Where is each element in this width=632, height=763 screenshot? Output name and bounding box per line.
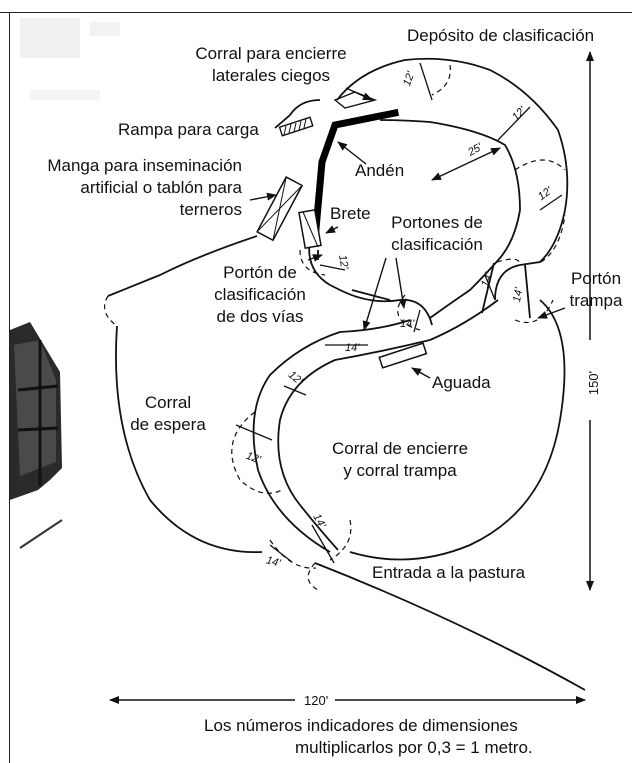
top-border [0,12,632,13]
wall-alley-outer-a [277,299,499,551]
brete-box [298,209,322,249]
label-corral-espera-2: de espera [130,415,206,434]
label-portones: Portones de clasificación [378,212,496,256]
label-entrada: Entrada a la pastura [372,563,526,582]
label-portones-2: clasificación [391,235,483,254]
label-corral-encierre-lat-1: Corral para encierre [195,44,347,63]
aguada-trough [378,342,428,369]
wall-gate-joint [494,264,521,301]
label-note-2: multiplicarlos por 0,3 = 1 metro. [295,738,533,757]
gate-swings [103,64,566,591]
scan-noise [20,18,120,100]
label-rampa: Rampa para carga [118,120,259,139]
callout-arrows [249,87,566,379]
dim-14-b: 14' [511,286,526,304]
label-aguada: Aguada [432,373,491,392]
label-corral-encierre-lat-2: laterales ciegos [211,66,331,85]
fence-structure-photo [10,322,63,549]
wall-depot-outer [336,57,569,266]
label-height-dim: 150' [583,366,606,400]
wall-holding-top [107,235,258,297]
label-porton-dos-vias-2: clasificación [214,285,306,304]
insemination-chute [256,176,304,242]
dim-14-left: 14' [345,342,360,354]
label-deposito: Depósito de clasificación [407,26,595,45]
label-corral-trampa: Corral de encierre y corral trampa [320,438,480,482]
label-portones-1: Portones de [391,213,483,232]
label-corral-trampa-1: Corral de encierre [331,439,469,458]
label-manga-3: terneros [179,200,242,219]
dim-12-brete: 12' [336,253,351,271]
label-corral-encierre-lat: Corral para encierre laterales ciegos [186,43,356,87]
label-manga-1: Manga para inseminación [47,156,242,175]
left-border [9,12,10,763]
anden-platform [311,108,400,244]
label-manga: Manga para inseminación artificial o tab… [10,155,242,221]
label-note-1: Los números indicadores de dimensiones [204,716,518,735]
wall-sort-pen [308,239,433,326]
dim-14-mid: 14' [400,318,415,330]
label-porton-dos-vias-1: Portón de [223,263,297,282]
structures [256,91,428,369]
wall-bottom-fence [314,562,586,691]
label-corral-trampa-2: y corral trampa [343,461,457,480]
overall-dimensions [109,51,594,704]
label-porton-trampa: Portón trampa [564,268,628,312]
corral-walls [107,57,586,691]
label-porton-trampa-1: Portón [570,269,622,288]
wall-alley-inner [252,319,411,553]
label-corral-espera: Corral de espera [120,392,216,436]
label-porton-trampa-2: trampa [569,291,623,310]
label-anden: Andén [355,161,405,180]
alley-dimension-lines [235,62,563,564]
label-corral-espera-1: Corral [144,393,192,412]
label-brete: Brete [330,204,371,223]
dim-25-arrow [431,147,501,181]
wall-trap-outer [349,299,566,561]
label-width-dim: 120' [300,690,333,712]
label-manga-2: artificial o tablón para [80,178,242,197]
wall-depot-inner [379,119,521,319]
label-porton-dos-vias-3: de dos vías [216,307,304,326]
wall-holding-outer [115,325,263,553]
label-porton-dos-vias: Portón de clasificación de dos vías [200,262,320,328]
